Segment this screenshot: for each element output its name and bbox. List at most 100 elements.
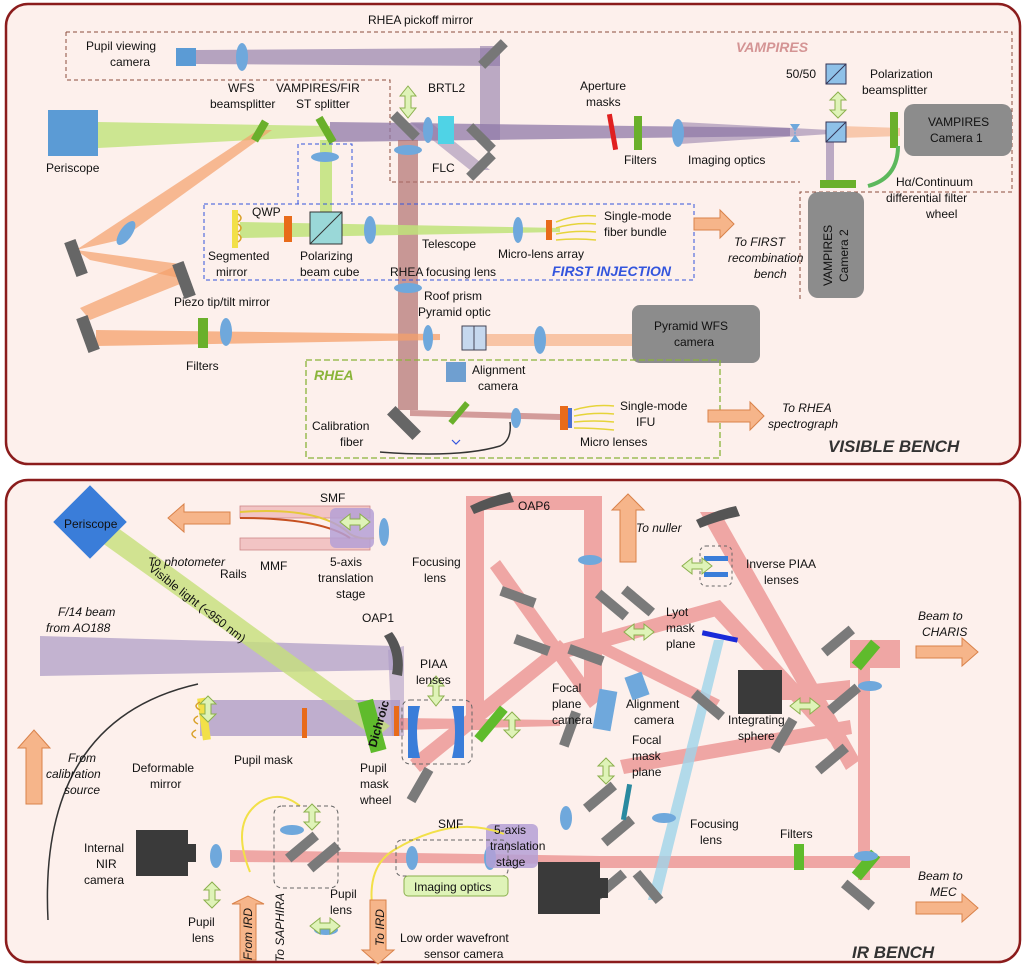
label-pupil-cam-1: Pupil viewing	[86, 39, 156, 53]
ird-fiber	[241, 795, 301, 873]
label-pyrcam-1: Pyramid WFS	[654, 319, 728, 333]
label-segmented-2: mirror	[216, 265, 247, 279]
label-tofirst-3: bench	[754, 267, 787, 281]
label-wfs-2: beamsplitter	[210, 97, 275, 111]
lens	[672, 119, 684, 147]
label-fmp-2: mask	[632, 749, 662, 763]
qwp	[284, 216, 292, 242]
label-pupillens2-2: lens	[330, 903, 352, 917]
lens	[220, 318, 232, 346]
label-torhea-1: To RHEA	[782, 401, 832, 415]
pupil-purple-beam	[196, 48, 500, 66]
pyramid-wfs-camera	[632, 305, 760, 363]
fold-mirror-c	[466, 123, 496, 153]
focal-mask	[620, 783, 633, 821]
piezo-mirror-c	[76, 315, 100, 353]
label-focusing-a-1: Focusing	[412, 555, 461, 569]
label-pupillens1-1: Pupil	[188, 915, 215, 929]
label-piaa-2: lenses	[416, 673, 451, 687]
label-lowfs-1: Low order wavefront	[400, 931, 509, 945]
first-green-beam	[320, 140, 332, 230]
label-calib-1: Calibration	[312, 419, 369, 433]
lens	[394, 145, 422, 155]
vampires-beam	[680, 122, 830, 144]
label-to-saphira: To SAPHIRA	[273, 893, 287, 962]
label-halpha-3: wheel	[925, 207, 957, 221]
label-pupil-cam-2: camera	[110, 55, 150, 69]
label-roof: Roof prism	[424, 289, 482, 303]
label-vampfir-1: VAMPIRES/FIR	[276, 81, 360, 95]
beam-charis-arrow	[915, 636, 979, 668]
label-vampfir-2: ST splitter	[296, 97, 350, 111]
pupil-mask	[302, 708, 307, 738]
label-fromcalib-3: source	[64, 783, 100, 797]
top-stage-arrow	[339, 512, 371, 532]
deformable-mirror	[197, 697, 211, 741]
beam-mec-arrow	[915, 892, 979, 924]
label-microlenses: Micro lenses	[580, 435, 647, 449]
ifu	[560, 406, 568, 430]
label-focusing-a-2: lens	[424, 571, 446, 585]
pupil-viewing-camera	[176, 48, 196, 66]
label-filters-2: Filters	[186, 359, 219, 373]
piaa-lens-2	[452, 706, 464, 758]
saphira-box	[273, 805, 339, 889]
label-smf-b: SMF	[438, 817, 463, 831]
label-halpha-2: differential filter	[886, 191, 967, 205]
green-fold	[474, 705, 508, 743]
pupil-purple-vertical	[480, 46, 500, 140]
label-pmw-2: mask	[360, 777, 390, 791]
aperture-mask	[606, 113, 619, 151]
calibration-fiber-ir	[46, 683, 199, 921]
label-fromcalib-2: calibration	[46, 767, 101, 781]
lens	[394, 283, 422, 293]
label-aperture-2: masks	[586, 95, 621, 109]
pickoff-mirror	[478, 39, 508, 69]
label-fromcalib-1: From	[68, 751, 96, 765]
label-cam2-2: Camera 2	[837, 229, 851, 282]
label-cam1-2: Camera 1	[930, 131, 983, 145]
dichroic	[357, 698, 387, 754]
label-flc: FLC	[432, 161, 455, 175]
label-lyot-3: plane	[666, 637, 696, 651]
segmented-mirror	[232, 210, 238, 248]
label-5axis-2: translation	[318, 571, 373, 585]
label-5axis-b-3: stage	[496, 855, 526, 869]
label-rails: Rails	[220, 567, 247, 581]
label-polbs-1: Polarization	[870, 67, 933, 81]
label-polbs-2: beamsplitter	[862, 83, 927, 97]
label-fmp-1: Focal	[632, 733, 661, 747]
label-segmented-1: Segmented	[208, 249, 269, 263]
label-aligncam-ir-2: camera	[634, 713, 674, 727]
label-lyot-1: Lyot	[666, 605, 689, 619]
label-integrating-2: sphere	[738, 729, 775, 743]
smf-fiber-lower	[370, 825, 505, 919]
label-aligncam-2: camera	[478, 379, 518, 393]
label-integrating-1: Integrating	[728, 713, 785, 727]
lyot-mask	[701, 630, 739, 643]
rhea-fold-mirror	[387, 406, 421, 440]
label-cam2-1: VAMPIRES	[821, 225, 835, 286]
label-nir-1: Internal	[84, 841, 124, 855]
label-mec-2: MEC	[930, 885, 957, 899]
label-mmf: MMF	[260, 559, 287, 573]
label-pyr-optic: Pyramid optic	[418, 305, 491, 319]
lens	[534, 326, 546, 354]
roof-prism	[461, 325, 475, 351]
vampires-down-beam	[826, 138, 834, 180]
label-aligncam-ir-1: Alignment	[626, 697, 680, 711]
label-focusing-b-1: Focusing	[690, 817, 739, 831]
label-tofirst-1: To FIRST	[734, 235, 787, 249]
vampires-lens	[790, 124, 800, 142]
label-first-injection: FIRST INJECTION	[552, 263, 672, 279]
label-filters-ir: Filters	[780, 827, 813, 841]
to-rhea-arrow	[707, 400, 765, 432]
visible-light-beam	[98, 528, 390, 738]
label-nir-2: NIR	[96, 857, 117, 871]
label-aligncam-1: Alignment	[472, 363, 526, 377]
label-rhea-focus: RHEA focusing lens	[390, 265, 496, 279]
to-photometer-arrow	[167, 502, 231, 534]
actuator-arrow	[828, 91, 848, 119]
piaa-box	[401, 699, 473, 765]
label-imaging-optics-ir: Imaging optics	[414, 880, 491, 894]
